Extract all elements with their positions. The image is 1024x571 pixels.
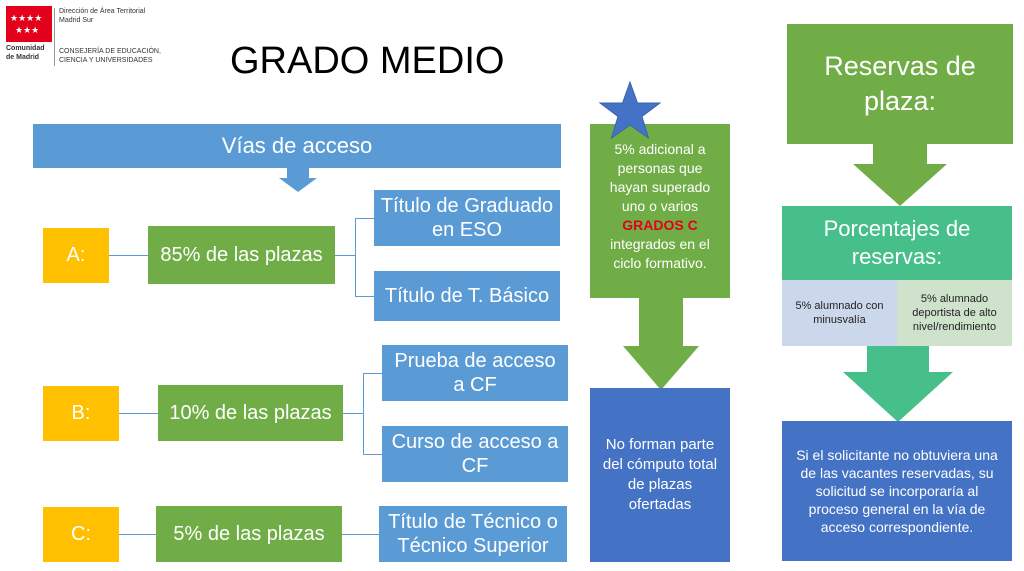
star-icon (598, 80, 662, 140)
svg-text:★★★★: ★★★★ (10, 14, 42, 24)
row-c-letter: C: (43, 507, 119, 562)
row-b-option-2: Curso de acceso a CF (382, 426, 568, 482)
reserva-minusvalia: 5% alumnado con minusvalía (782, 280, 897, 346)
down-arrow-icon (853, 144, 947, 206)
extra-note: No forman parte del cómputo total de pla… (590, 388, 730, 562)
down-arrow-icon (623, 298, 699, 390)
row-b-option-1: Prueba de acceso a CF (382, 345, 568, 401)
svg-text:★★★: ★★★ (15, 26, 39, 36)
row-c-percent: 5% de las plazas (156, 506, 342, 562)
extra-text-after: integrados en el ciclo formativo. (610, 236, 710, 271)
logo: ★★★★ ★★★ Comunidad de Madrid Dirección d… (6, 6, 166, 68)
row-b-percent: 10% de las plazas (158, 385, 343, 441)
reserva-deportista: 5% alumnado deportista de alto nivel/ren… (897, 280, 1012, 346)
page-title: GRADO MEDIO (230, 40, 505, 82)
logo-dept-line1: Dirección de Área Territorial (59, 8, 146, 15)
down-arrow-icon (843, 346, 953, 422)
down-arrow-icon (279, 168, 317, 192)
logo-ministry-line2: CIENCIA Y UNIVERSIDADES (59, 56, 153, 64)
row-b-letter: B: (43, 386, 119, 441)
logo-ministry-line1: CONSEJERÍA DE EDUCACIÓN, (59, 48, 161, 55)
vias-header: Vías de acceso (33, 124, 561, 168)
logo-dept-line2: Madrid Sur (59, 16, 94, 24)
logo-line2: de Madrid (6, 53, 40, 61)
extra-box: 5% adicional a personas que hayan supera… (590, 124, 730, 298)
row-a-option-1: Título de Graduado en ESO (374, 190, 560, 246)
flag-icon: ★★★★ ★★★ (6, 6, 52, 42)
row-a-percent: 85% de las plazas (148, 226, 335, 284)
row-a-option-2: Título de T. Básico (374, 271, 560, 321)
reservas-note: Si el solicitante no obtuviera una de la… (782, 421, 1012, 561)
row-c-option-1: Título de Técnico o Técnico Superior (379, 506, 567, 562)
row-a-letter: A: (43, 228, 109, 283)
logo-line1: Comunidad (6, 45, 45, 52)
extra-highlight: GRADOS C (622, 217, 698, 233)
porcentajes-header: Porcentajes de reservas: (782, 206, 1012, 280)
reservas-title: Reservas de plaza: (787, 24, 1013, 144)
extra-text-before: 5% adicional a personas que hayan supera… (609, 141, 711, 214)
